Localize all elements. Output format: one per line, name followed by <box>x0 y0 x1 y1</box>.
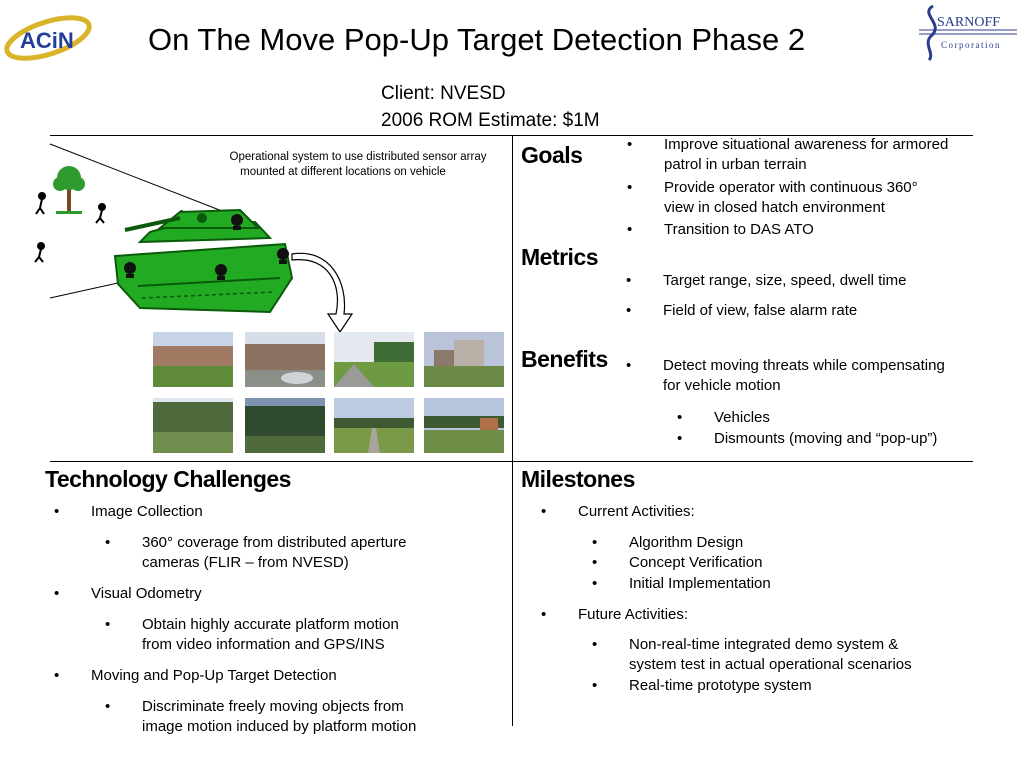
benefit-item: • Detect moving threats while compensati… <box>626 357 945 394</box>
milestone-sub-item: •Concept Verification <box>592 554 763 571</box>
sarnoff-logo-text: SARNOFF <box>937 15 1000 30</box>
tech-sub-item: • Obtain highly accurate platform motion… <box>105 616 399 653</box>
flow-arrow <box>291 252 354 334</box>
metric-item: • Field of view, false alarm rate <box>626 302 858 319</box>
milestone-item: •Current Activities: <box>541 503 695 520</box>
milestones-heading: Milestones <box>521 466 635 492</box>
goal-item: • Transition to DAS ATO <box>627 221 814 238</box>
milestone-sub-item: •Algorithm Design <box>592 534 744 551</box>
milestone-sub-item: •Initial Implementation <box>592 575 771 592</box>
metrics-heading: Metrics <box>521 244 599 270</box>
camera-image <box>245 332 325 387</box>
page-title: On The Move Pop-Up Target Detection Phas… <box>148 22 806 57</box>
tech-challenges-heading: Technology Challenges <box>45 466 291 492</box>
client-info: Client: NVESD 2006 ROM Estimate: $1M <box>381 80 600 134</box>
sarnoff-logo: SARNOFF Corporation <box>915 2 1021 62</box>
camera-image <box>153 332 233 387</box>
client-name: Client: NVESD <box>381 83 506 104</box>
acin-logo-text: ACiN <box>20 28 74 53</box>
milestone-sub-item: • Real-time prototype system <box>592 677 812 694</box>
benefit-sub-item: • Vehicles <box>677 409 770 426</box>
goal-item: • Provide operator with continuous 360°v… <box>627 179 918 216</box>
tank-icon <box>113 208 294 314</box>
milestone-item: •Future Activities: <box>541 606 689 623</box>
sensor-camera-icon <box>124 214 289 280</box>
tech-sub-item: • 360° coverage from distributed apertur… <box>105 534 407 571</box>
rom-estimate: 2006 ROM Estimate: $1M <box>381 110 600 131</box>
tech-item: •Image Collection <box>54 503 203 520</box>
camera-image <box>245 398 325 453</box>
benefits-heading: Benefits <box>521 346 608 372</box>
camera-image <box>153 398 233 453</box>
diagram-caption-1: Operational system to use distributed se… <box>229 151 487 163</box>
camera-image <box>424 332 504 387</box>
goals-heading: Goals <box>521 142 583 168</box>
metric-item: • Target range, size, speed, dwell time <box>626 272 907 289</box>
middle-divider <box>50 461 973 462</box>
top-divider <box>50 135 973 136</box>
tech-sub-item: • Discriminate freely moving objects fro… <box>105 698 417 735</box>
benefit-sub-item: • Dismounts (moving and “pop-up”) <box>677 430 938 447</box>
tech-item: •Moving and Pop-Up Target Detection <box>54 667 337 684</box>
dismount-figure-icon <box>34 192 106 263</box>
acin-logo: ACiN <box>2 12 94 64</box>
camera-image <box>334 332 414 387</box>
tech-item: •Visual Odometry <box>54 585 202 602</box>
camera-image <box>424 398 504 453</box>
tree-icon <box>53 166 85 214</box>
sarnoff-logo-subtext: Corporation <box>941 40 1001 50</box>
center-divider <box>512 136 513 726</box>
diagram-caption-2: mounted at different locations on vehicl… <box>240 166 446 178</box>
goal-item: • Improve situational awareness for armo… <box>627 136 949 173</box>
vehicle-sensor-diagram <box>34 143 354 334</box>
camera-image <box>334 398 414 453</box>
milestone-sub-item: • Non-real-time integrated demo system &… <box>592 636 912 673</box>
